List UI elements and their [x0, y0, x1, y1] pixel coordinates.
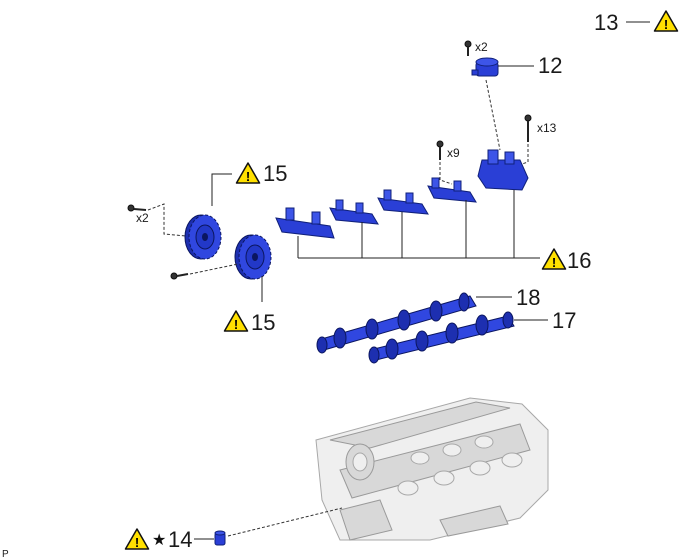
qty-cap-bolts: x9 — [447, 146, 460, 160]
warning-icon: ! — [541, 248, 567, 270]
housing-part — [471, 57, 499, 77]
bearing-cap — [275, 207, 335, 239]
qty-housing-bolts: x2 — [475, 40, 488, 54]
bolt-icon — [464, 40, 472, 56]
callout-15-lower-label: 15 — [251, 310, 275, 335]
camshaft-17 — [368, 311, 515, 364]
camshaft-timing-sprocket — [184, 214, 222, 260]
camshaft-18 — [316, 292, 477, 354]
qty-sprocket-bolts: x2 — [136, 211, 149, 225]
warning-icon: ! — [124, 528, 150, 550]
bearing-cap — [377, 189, 429, 215]
warning-icon: ! — [223, 310, 249, 332]
warning-icon: ! — [235, 162, 261, 184]
qty-front-bolts: x13 — [537, 121, 557, 135]
callout-16-label: 16 — [567, 248, 591, 273]
bolt-icon — [170, 272, 189, 280]
svg-text:!: ! — [552, 255, 556, 270]
callout-15-upper-label: 15 — [263, 161, 287, 186]
callout-18-label: 18 — [516, 285, 540, 310]
cylinder-head — [315, 397, 549, 541]
dashed-guide — [227, 507, 343, 537]
bearing-cap-front — [477, 149, 529, 191]
callout-14-label: 14 — [168, 527, 192, 552]
svg-text:!: ! — [664, 17, 668, 32]
svg-text:!: ! — [234, 317, 238, 332]
bearing-cap — [427, 177, 477, 203]
svg-text:!: ! — [135, 535, 139, 550]
bolt-icon — [436, 140, 444, 160]
callout-17-label: 17 — [552, 308, 576, 333]
leader-bracket-16 — [297, 190, 540, 259]
dashed-guide — [189, 263, 239, 275]
dashed-guide — [439, 162, 453, 185]
callout-12-label: 12 — [538, 53, 562, 78]
bearing-cap — [329, 199, 379, 225]
callout-13: 13 ! — [594, 10, 679, 35]
leader-line-15-upper — [211, 173, 232, 206]
dashed-guide — [485, 79, 501, 151]
bolt-icon — [127, 204, 147, 212]
callout-13-label: 13 — [594, 10, 618, 35]
svg-text:!: ! — [246, 169, 250, 184]
camshaft-timing-sprocket — [234, 234, 272, 280]
plug-part — [214, 530, 226, 546]
corner-mark: P — [2, 549, 9, 560]
star-icon: ★ — [152, 530, 166, 549]
dashed-guide — [147, 203, 187, 237]
warning-icon: ! — [653, 10, 679, 32]
bolt-icon — [524, 114, 532, 142]
